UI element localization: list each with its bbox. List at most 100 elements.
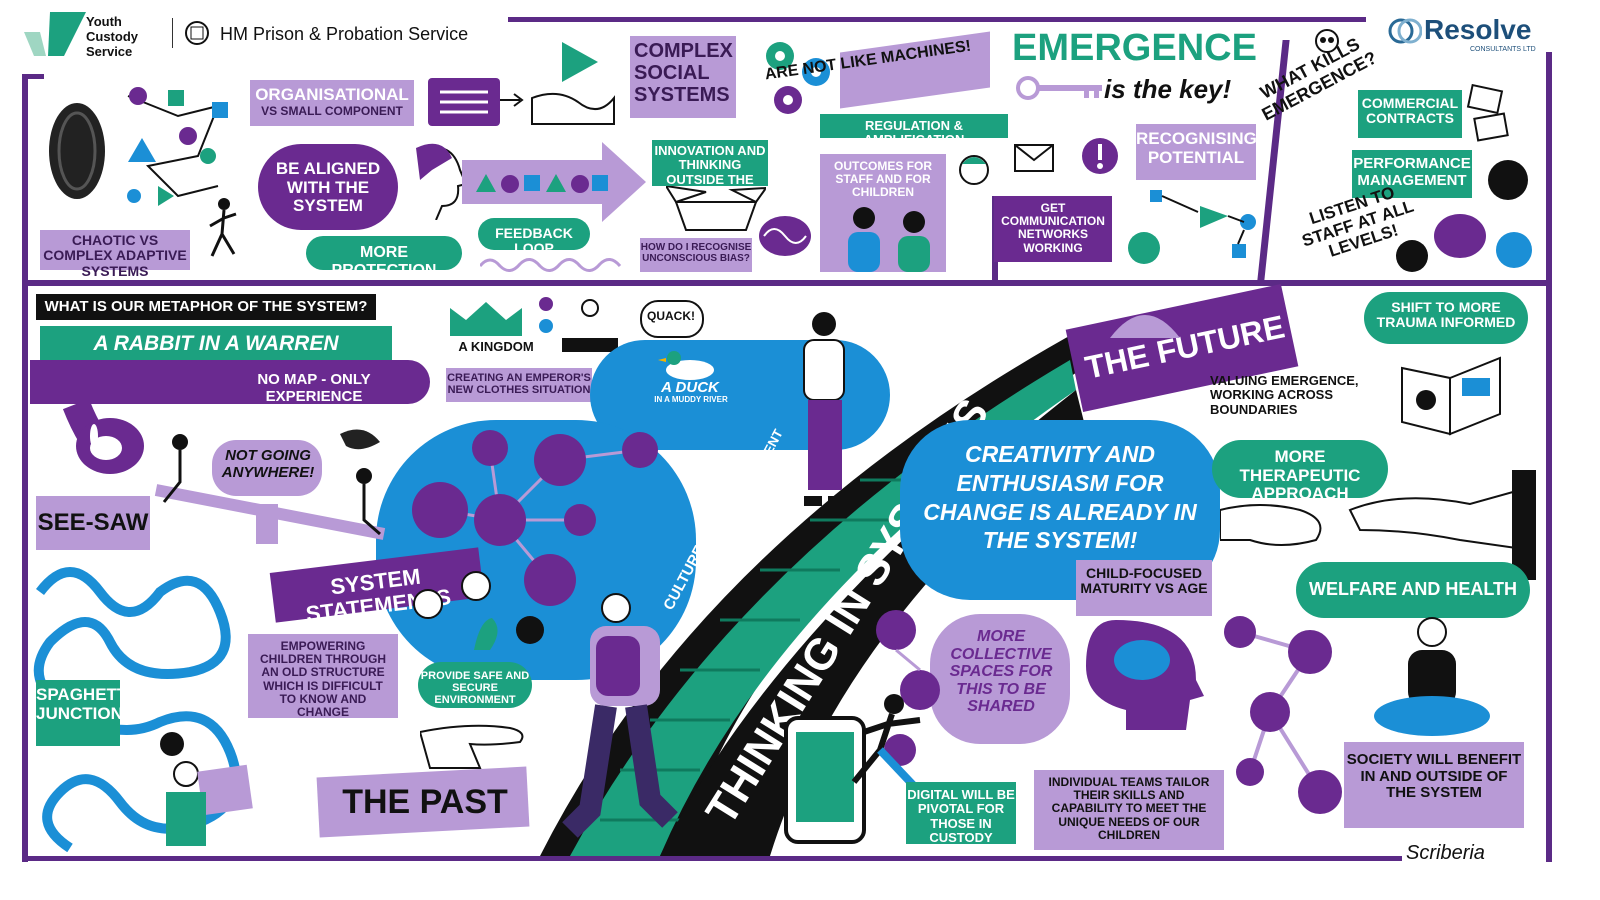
therapeutic-cloud	[1212, 440, 1388, 498]
society-label: SOCIETY WILL BENEFIT IN AND OUTSIDE OF T…	[1344, 742, 1524, 828]
welfare-label: WELFARE AND HEALTH	[1309, 579, 1517, 599]
innovation-label: INNOVATION AND THINKING OUTSIDE THE BOX	[652, 140, 768, 201]
alert-bubble-icon	[1080, 136, 1120, 176]
hand-triangle-icon	[528, 38, 618, 128]
quack-bubble	[640, 300, 704, 338]
running-figure-icon	[204, 196, 244, 266]
faces-group-icon	[400, 560, 550, 650]
collective-cloud	[930, 614, 1070, 744]
org-resolve-sub: CONSULTANTS LTD	[1470, 46, 1536, 53]
potential-diagram-icon	[1120, 186, 1270, 276]
map-reader-icon	[146, 728, 256, 848]
rabbit-label: A RABBIT IN A WARREN	[40, 326, 392, 362]
not-going-label: NOT GOING anywhere!	[221, 447, 315, 481]
divider	[172, 18, 173, 48]
welfare-cloud	[1296, 562, 1530, 618]
head-brain-icon	[1086, 620, 1206, 740]
skull-icon	[1312, 28, 1342, 58]
network-shapes-icon	[118, 76, 238, 216]
safe-env-label: PROVIDE SAFE AND SECURE ENVIRONMENT	[418, 662, 532, 708]
shift-label: SHIFT TO MORE TRAUMA INFORMED	[1364, 292, 1528, 344]
frame-bottom	[22, 856, 1402, 861]
see-saw-label: SEE-SAW	[36, 496, 150, 550]
running-girl-icon	[834, 690, 934, 800]
purple-nodes-right-icon	[1210, 612, 1350, 832]
papers-icon	[1466, 83, 1512, 144]
arrow-right-icon	[500, 92, 524, 108]
two-people-icon	[838, 202, 938, 272]
duck-sub-label: IN A MUDDY RIVER	[654, 395, 728, 404]
walking-person-bottom-icon	[560, 590, 690, 850]
commercial-label: COMMERCIAL CONTRACTS	[1358, 90, 1462, 138]
see-saw-icon	[150, 424, 390, 544]
sun-hill-icon	[1100, 298, 1190, 338]
big-arrow-shapes	[462, 142, 646, 222]
spaghetti-icon	[30, 552, 270, 853]
more-protection-label: MORE PROTECTION	[306, 236, 462, 279]
bias-label: HOW DO I RECOGNISE UNCONSCIOUS BIAS?	[640, 238, 752, 272]
be-aligned-cloud	[258, 144, 398, 230]
person-face-icon	[954, 150, 994, 190]
frame-left	[22, 74, 28, 862]
handshake-icon	[1219, 470, 1536, 580]
warren-banner	[30, 360, 430, 404]
loop-scribble-icon	[478, 254, 630, 276]
no-map-label: NO MAP - ONLY EXPERIENCE	[257, 371, 371, 405]
organisational-title: ORGANISATIONAL	[255, 85, 409, 104]
chaotic-label: CHAOTIC vs COMPLEX ADAPTIVE SYSTEMS	[40, 230, 190, 278]
crown-icon	[446, 298, 526, 338]
frame-right	[1546, 52, 1552, 862]
organisational-label: ORGANISATIONAL vs SMALL COMPONENT	[250, 80, 414, 126]
is-the-key-label: is the key!	[1104, 74, 1232, 104]
feedback-loop-label: FEEDBACK LOOP	[478, 218, 590, 256]
emergence-title: EMERGENCE	[1012, 27, 1257, 69]
frame-top-left	[22, 74, 44, 79]
org-resolve: Resolve	[1424, 14, 1532, 45]
crest-icon	[182, 20, 212, 46]
complex-social-label: COMPLEX SOCIAL SYSTEMS	[634, 40, 733, 106]
therapeutic-label: MORE THERAPEUTIC APPROACH	[1239, 447, 1361, 504]
emperor-figure-icon	[538, 292, 618, 362]
document-icon	[428, 78, 500, 126]
emperor-label: CREATING AN EMPEROR'S NEW CLOTHES SITUAT…	[446, 368, 592, 402]
spaghetti-label: SPAGHETTI JUNCTION	[36, 680, 132, 746]
recognising-label: RECOGNISING POTENTIAL	[1136, 124, 1257, 180]
performance-label: PERFORMANCE MANAGEMENT	[1352, 150, 1472, 198]
individual-label: INDIVIDUAL TEAMS TAILOR THEIR SKILLS AND…	[1034, 770, 1224, 850]
signature: Scriberia	[1406, 842, 1485, 864]
hand-icon	[418, 712, 530, 772]
child-focused-box	[1076, 560, 1212, 616]
walking-person-top-icon	[790, 310, 860, 510]
brain-icon	[756, 212, 814, 260]
duck-icon	[658, 346, 718, 380]
kingdom-label: A KINGDOM	[458, 339, 534, 354]
communication-label: GET COMMUNICATION NETWORKS WORKING	[994, 196, 1112, 262]
digital-label: DIGITAL WILL BE PIVOTAL FOR THOSE IN CUS…	[906, 782, 1016, 845]
not-going-bubble	[212, 440, 322, 496]
staff-faces-icon	[1388, 152, 1536, 278]
book-icon	[1396, 348, 1506, 438]
past-label: THE PAST	[342, 783, 508, 821]
resolve-logo-icon	[1388, 14, 1423, 48]
scribble-icon	[42, 96, 112, 206]
child-focused-label: CHILD-FOCUSED MATURITY vs AGE	[1080, 565, 1208, 597]
empowering-label: EMPOWERING CHILDREN THROUGH AN OLD STRUC…	[248, 634, 398, 719]
frame-middle	[22, 280, 1552, 286]
duck-label: A DUCK	[661, 379, 719, 396]
regulation-label: REGULATION & AMPLIFICATION	[820, 114, 1008, 147]
valuing-label: VALUING EMERGENCE, WORKING ACROSS BOUNDA…	[1210, 373, 1359, 417]
bubble-network-icon	[400, 420, 670, 620]
emergence-key-icon	[1014, 76, 1104, 100]
rabbit-icon	[50, 398, 160, 480]
open-box-icon	[664, 184, 769, 234]
creativity-big-label: CREATIVITY AND ENTHUSIASM FOR CHANGE IS …	[923, 441, 1197, 554]
metaphor-label: WHAT IS OUR METAPHOR OF THE SYSTEM?	[36, 294, 376, 320]
ycs-logo-icon	[24, 12, 86, 56]
gears-icon	[752, 34, 842, 120]
collective-label: MORE COLLECTIVE SPACES FOR THIS TO BE SH…	[949, 628, 1053, 716]
meditating-person-icon	[1372, 616, 1492, 746]
quack-label: QUACK!	[647, 309, 695, 323]
top-frame-line	[508, 17, 1366, 22]
outcomes-label: OUTCOMES FOR STAFF AND FOR CHILDREN	[834, 159, 932, 200]
phone-icon	[780, 712, 870, 848]
